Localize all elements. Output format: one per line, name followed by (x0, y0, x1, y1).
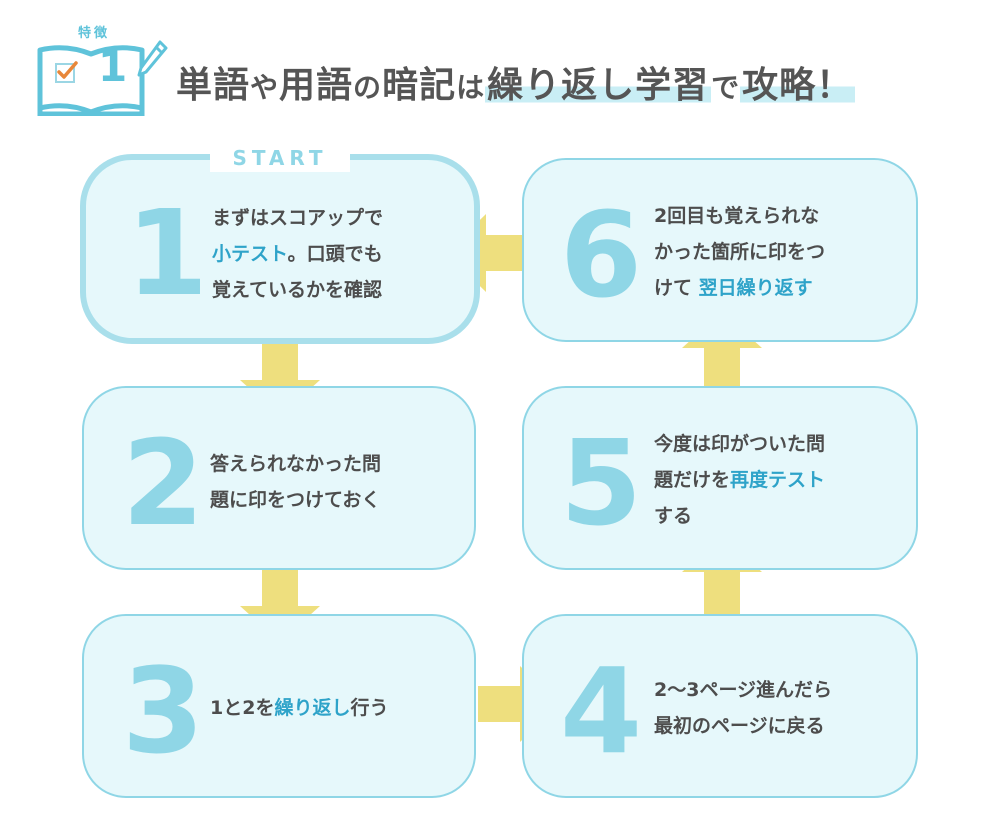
header: 特徴 1 単語や用語の暗記は繰り返し学習で攻略！ (0, 0, 998, 130)
step-2-box: 2 答えられなかった問 題に印をつけておく (82, 386, 476, 570)
title-part: 単語 (176, 65, 251, 106)
step-5-highlight: 再度テスト (730, 469, 826, 491)
step-3-text-b: 行う (350, 697, 389, 719)
step-1-line: 覚えているかを確認 (212, 279, 383, 301)
title-highlight: 攻略！ (740, 65, 856, 106)
step-6-highlight: 翌日繰り返す (698, 277, 813, 299)
step-5-line: 今度は印がついた問 (654, 433, 826, 455)
title-part: で (711, 71, 741, 104)
step-4-box: 4 2〜3ページ進んだら 最初のページに戻る (522, 614, 918, 798)
step-4-number: 4 (560, 642, 643, 780)
step-5-box: 5 今度は印がついた問 題だけを再度テスト する (522, 386, 918, 570)
feature-number: 1 (98, 42, 128, 91)
step-2-line: 題に印をつけておく (210, 489, 381, 511)
step-5-line: 題だけを再度テスト (654, 462, 825, 498)
step-6-line: 2回目も覚えられな (654, 205, 820, 227)
step-1-number: 1 (126, 184, 209, 322)
checkbox-icon (55, 61, 78, 83)
step-2-text: 答えられなかった問 題に印をつけておく (210, 446, 381, 518)
title-part: の (353, 71, 383, 104)
step-5-text: 今度は印がついた問 題だけを再度テスト する (654, 426, 825, 534)
page-title: 単語や用語の暗記は繰り返し学習で攻略！ (176, 56, 856, 106)
step-2-line: 答えられなかった問 (210, 453, 382, 475)
step-3-line: 1と2を繰り返し行う (210, 690, 388, 726)
title-part: は (456, 71, 486, 104)
start-label: START (210, 144, 350, 172)
step-6-text-a: けて (654, 277, 699, 299)
step-1-line-rest: 。口頭でも (287, 243, 383, 265)
title-part: や (250, 71, 280, 104)
step-4-line: 最初のページに戻る (654, 715, 825, 737)
step-1-text: まずはスコアップで 小テスト。口頭でも 覚えているかを確認 (212, 200, 383, 308)
step-1-line: まずはスコアップで (212, 207, 384, 229)
step-6-line: かった箇所に印をつ (654, 241, 826, 263)
step-1-box: 1 まずはスコアップで 小テスト。口頭でも 覚えているかを確認 (80, 154, 480, 344)
step-3-text: 1と2を繰り返し行う (210, 690, 388, 726)
pencil-icon (137, 40, 168, 77)
step-3-box: 3 1と2を繰り返し行う (82, 614, 476, 798)
step-5-number: 5 (560, 414, 643, 552)
title-part: 用語 (279, 65, 354, 106)
step-4-text: 2〜3ページ進んだら 最初のページに戻る (654, 672, 832, 744)
step-5-line: する (654, 505, 693, 527)
step-2-number: 2 (122, 414, 205, 552)
step-6-number: 6 (560, 186, 643, 324)
feature-label: 特徴 (77, 26, 110, 41)
open-book-icon (37, 45, 145, 116)
step-4-line: 2〜3ページ進んだら (654, 679, 833, 701)
step-1-line: 小テスト。口頭でも (212, 236, 383, 272)
step-3-number: 3 (122, 642, 205, 780)
title-part: 暗記 (382, 65, 457, 106)
step-6-text: 2回目も覚えられな かった箇所に印をつ けて 翌日繰り返す (654, 198, 825, 306)
step-6-box: 6 2回目も覚えられな かった箇所に印をつ けて 翌日繰り返す (522, 158, 918, 342)
title-highlight: 繰り返し学習 (485, 65, 712, 106)
step-3-highlight: 繰り返し (274, 697, 351, 719)
step-1-highlight: 小テスト (212, 243, 288, 265)
step-3-text-a: 1と2を (210, 697, 275, 719)
step-6-line: けて 翌日繰り返す (654, 270, 825, 306)
feature-badge: 特徴 1 (36, 22, 168, 122)
step-5-text-a: 題だけを (654, 469, 731, 491)
